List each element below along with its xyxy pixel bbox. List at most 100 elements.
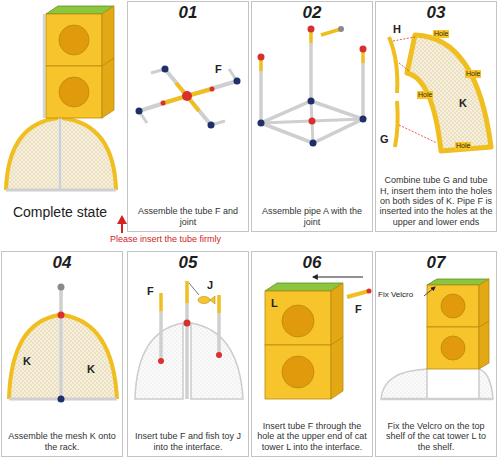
pipe-frame (361, 63, 365, 119)
pipe-frame (258, 120, 265, 127)
complete-cat-tower (59, 118, 62, 190)
complete-cat-tower (6, 189, 116, 192)
tube-cross-frame (136, 66, 241, 129)
finished-tower (427, 279, 489, 285)
complete-cat-tower (59, 77, 89, 107)
step-panel: 06Insert tube F through the hole at the … (251, 251, 373, 457)
finished-tower (381, 398, 493, 401)
part-label: F (147, 285, 154, 297)
tube-cross-frame (161, 101, 166, 106)
frame-with-tubes (185, 303, 189, 399)
cat-tower (265, 345, 331, 399)
frame-with-tubes (135, 323, 183, 399)
tube-cross-frame (234, 78, 241, 85)
pipe-frame (360, 46, 367, 53)
cat-tower (265, 277, 372, 399)
mesh-panel (407, 35, 491, 151)
tube-cross-frame (182, 91, 192, 101)
frame-with-tubes (189, 283, 199, 295)
step-caption: Insert tube F through the hole at the up… (255, 421, 369, 452)
hole-label: Hole (433, 30, 449, 38)
pipe-frame (321, 29, 341, 35)
cat-tower (265, 283, 343, 291)
step-caption: Assemble the mesh K onto the rack. (5, 431, 119, 452)
step-caption: Assemble pipe A with the joint (255, 206, 369, 227)
step-number: 01 (128, 4, 248, 23)
finished-tower (479, 321, 489, 369)
pipe-frame (259, 71, 263, 123)
finished-tower (441, 294, 465, 318)
cat-tower (265, 291, 331, 345)
step-number: 06 (252, 254, 372, 273)
pipe-frame (309, 43, 313, 101)
complete-cat-tower (43, 14, 46, 118)
part-label: K (87, 363, 95, 375)
step-panel: 07Fix the Velcro on the top shelf of the… (375, 251, 497, 457)
hole-label: Hole (465, 70, 481, 78)
pipe-frame (308, 98, 315, 105)
red-arrow (117, 215, 127, 224)
mesh-arches (9, 315, 59, 399)
hole-label: Hole (417, 91, 433, 99)
tube-cross-frame (187, 96, 211, 125)
note-text: Please insert the tube firmly (110, 235, 221, 245)
part-label: H (393, 23, 401, 35)
tube-cross-frame (136, 108, 143, 115)
cat-tower (313, 277, 363, 278)
cat-tower (282, 356, 314, 388)
step-number: 04 (2, 254, 122, 273)
part-label: F (215, 63, 222, 75)
red-arrow (121, 223, 123, 233)
finished-tower (381, 369, 427, 399)
red-arrow (117, 215, 127, 233)
frame-with-tubes (217, 313, 221, 355)
complete-cat-tower (62, 118, 116, 190)
step-caption: Combine tube G and tube H, insert them i… (379, 175, 493, 227)
pipe-frame (338, 26, 344, 32)
tube-cross-frame (208, 122, 215, 129)
finished-tower (479, 369, 493, 399)
pipe-frame (360, 116, 367, 123)
mesh-arches (59, 287, 63, 399)
part-label: G (380, 133, 389, 145)
part-label: J (207, 279, 213, 291)
finished-tower (427, 285, 479, 327)
complete-cat-tower (6, 6, 116, 190)
pipe-frame (309, 118, 316, 125)
cat-tower (347, 291, 369, 297)
mesh-arches (63, 315, 117, 399)
complete-cat-tower (62, 118, 116, 190)
pipe-frame (308, 26, 315, 33)
pipe-frame (310, 140, 317, 147)
step-caption: Insert tube F and fish toy J into the in… (131, 431, 245, 452)
frame-with-tubes (135, 281, 243, 399)
complete-cat-tower (59, 25, 89, 55)
tube-cross-frame (139, 96, 187, 111)
pipe-frame (258, 26, 367, 147)
complete-cat-tower (6, 118, 58, 190)
step-number: 07 (376, 254, 496, 273)
frame-with-tubes (217, 295, 221, 313)
step-panel: 04Assemble the mesh K onto the rack. (1, 251, 123, 457)
step-caption: Complete state (3, 204, 117, 220)
pipe-frame (261, 101, 363, 143)
mesh-panel (393, 37, 415, 41)
complete-cat-tower (46, 66, 102, 118)
finished-tower (441, 336, 465, 360)
frame-with-tubes (185, 281, 189, 303)
part-label: K (459, 97, 467, 109)
finished-tower (427, 327, 479, 369)
mesh-arches (58, 284, 65, 291)
mesh-panel (395, 101, 398, 147)
frame-with-tubes (159, 311, 163, 361)
tube-cross-frame (165, 69, 187, 96)
mesh-arches (58, 312, 65, 319)
frame-with-tubes (184, 320, 191, 327)
step-panel: 01Assemble the tube F and joint (127, 1, 249, 232)
part-label: F (355, 303, 362, 315)
part-label: Fix Velcro (378, 291, 413, 300)
mesh-panel (399, 125, 437, 143)
part-label: L (271, 297, 278, 309)
mesh-arches (63, 315, 117, 399)
step-caption: Fix the Velcro on the top shelf of the c… (379, 421, 493, 452)
